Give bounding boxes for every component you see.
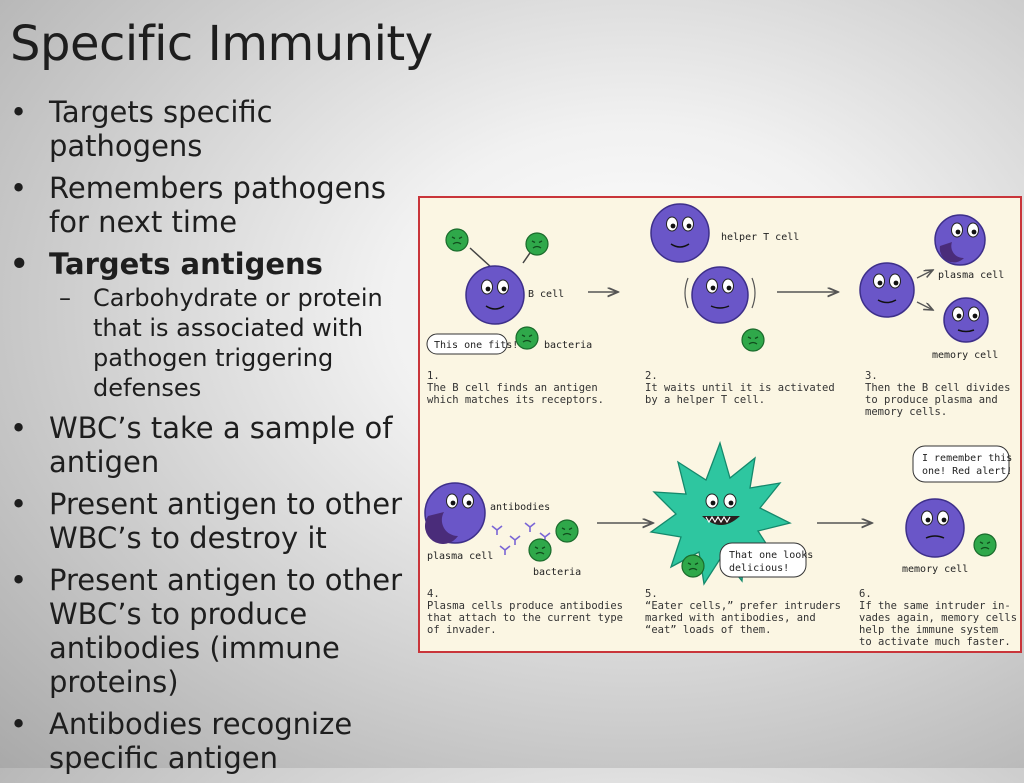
helper-t-cell-icon — [650, 203, 710, 263]
bacteria-icon — [515, 326, 539, 350]
svg-text:If the same intruder in-: If the same intruder in- — [859, 600, 1011, 612]
bacteria-icon — [445, 228, 469, 252]
bubble-i-remember-1: I remember this — [922, 453, 1012, 464]
b-cell-icon — [691, 266, 749, 324]
label-memory-cell-1: memory cell — [932, 350, 998, 361]
memory-cell-icon — [905, 498, 965, 558]
svg-text:of invader.: of invader. — [427, 624, 497, 636]
step6-art: I remember this one! Red alert! memory c… — [902, 445, 1012, 575]
bubble-that-one-looks: That one looks — [729, 550, 813, 561]
step5-caption: 5. “Eater cells,” prefer intruders marke… — [645, 588, 841, 636]
step2-art: helper T cell — [650, 203, 838, 352]
bullet-item: Antibodies recognize specific antigen — [8, 707, 420, 775]
label-plasma-cell-2: plasma cell — [427, 551, 493, 562]
immune-diagram: B cell This one fits! bacteria helper T … — [418, 196, 1022, 653]
svg-text:to activate much faster.: to activate much faster. — [859, 636, 1011, 648]
bullet-item: Present antigen to other WBC’s to destro… — [8, 487, 420, 555]
slide-title: Specific Immunity — [10, 16, 433, 72]
memory-cell-icon — [943, 297, 989, 343]
speech-bubble — [426, 333, 508, 355]
label-bacteria-1: bacteria — [544, 340, 592, 351]
svg-text:It waits until it is activated: It waits until it is activated — [645, 382, 835, 394]
step4-caption: 4. Plasma cells produce antibodies that … — [427, 588, 623, 636]
bullet-list: Targets specific pathogens Remembers pat… — [8, 95, 420, 783]
label-helper-t-cell: helper T cell — [721, 232, 799, 243]
svg-text:4.: 4. — [427, 588, 440, 600]
bullet-item: Present antigen to other WBC’s to produc… — [8, 563, 420, 699]
bullet-item: Targets specific pathogens — [8, 95, 420, 163]
svg-text:6.: 6. — [859, 588, 872, 600]
step6-caption: 6. If the same intruder in- vades again,… — [859, 588, 1017, 648]
svg-text:3.: 3. — [865, 370, 878, 382]
label-bacteria-2: bacteria — [533, 567, 581, 578]
svg-text:memory cells.: memory cells. — [865, 406, 947, 418]
speech-bubble — [719, 542, 807, 578]
svg-text:Then the B cell divides: Then the B cell divides — [865, 382, 1010, 394]
arrow — [916, 270, 933, 279]
bullet-item: WBC’s take a sample of antigen — [8, 411, 420, 479]
step5-art: That one looks delicious! — [649, 440, 872, 586]
immune-diagram-svg: B cell This one fits! bacteria helper T … — [424, 203, 1017, 648]
bacteria-icon — [741, 328, 765, 352]
bullet-item: Targets antigens Carbohydrate or protein… — [8, 247, 420, 403]
bacteria-icon — [681, 554, 705, 578]
antibodies-icon — [491, 522, 551, 555]
plasma-cell-icon — [934, 214, 986, 266]
svg-text:1.: 1. — [427, 370, 440, 382]
bacteria-icon — [555, 519, 579, 543]
speech-bubble — [912, 445, 1010, 483]
bubble-this-one-fits: This one fits! — [434, 340, 518, 351]
step1-caption: 1. The B cell finds an antigen which mat… — [427, 370, 604, 406]
svg-text:help the immune system: help the immune system — [859, 624, 998, 636]
svg-text:to produce plasma and: to produce plasma and — [865, 394, 998, 406]
svg-text:by a helper T cell.: by a helper T cell. — [645, 394, 765, 406]
svg-text:that attach to the current typ: that attach to the current type — [427, 612, 623, 624]
bubble-i-remember-2: one! Red alert! — [922, 466, 1012, 477]
bacteria-icon — [525, 232, 549, 256]
sub-bullet-item: Carbohydrate or protein that is associat… — [49, 283, 420, 403]
bacteria-icon — [973, 533, 997, 557]
svg-text:“Eater cells,” prefer intruder: “Eater cells,” prefer intruders — [645, 600, 841, 612]
b-cell-icon — [859, 262, 915, 318]
arrow — [916, 301, 933, 310]
sub-bullet-list: Carbohydrate or protein that is associat… — [49, 283, 420, 403]
step3-art: plasma cell memory cell — [859, 214, 1004, 361]
step1-art: B cell This one fits! bacteria — [426, 228, 618, 355]
label-memory-cell-2: memory cell — [902, 564, 968, 575]
b-cell-icon — [465, 265, 525, 325]
svg-text:The B cell finds an antigen: The B cell finds an antigen — [427, 382, 598, 394]
svg-text:5.: 5. — [645, 588, 658, 600]
svg-text:2.: 2. — [645, 370, 658, 382]
step3-caption: 3. Then the B cell divides to produce pl… — [865, 370, 1010, 418]
bullet-item: Remembers pathogens for next time — [8, 171, 420, 239]
label-antibodies: antibodies — [490, 502, 550, 513]
label-plasma-cell-1: plasma cell — [938, 270, 1004, 281]
svg-text:which matches its receptors.: which matches its receptors. — [427, 394, 604, 406]
svg-text:marked with antibodies, and: marked with antibodies, and — [645, 612, 816, 624]
svg-text:“eat” loads of them.: “eat” loads of them. — [645, 624, 771, 636]
bubble-delicious: delicious! — [729, 563, 789, 574]
step4-art: antibodies plasma cell bacteria — [424, 482, 653, 578]
label-b-cell: B cell — [528, 289, 564, 300]
svg-text:Plasma cells produce antibodie: Plasma cells produce antibodies — [427, 600, 623, 612]
bacteria-icon — [528, 538, 552, 562]
svg-text:vades again, memory cells: vades again, memory cells — [859, 612, 1017, 624]
bullet-text: Targets antigens — [49, 247, 323, 281]
step2-caption: 2. It waits until it is activated by a h… — [645, 370, 835, 406]
